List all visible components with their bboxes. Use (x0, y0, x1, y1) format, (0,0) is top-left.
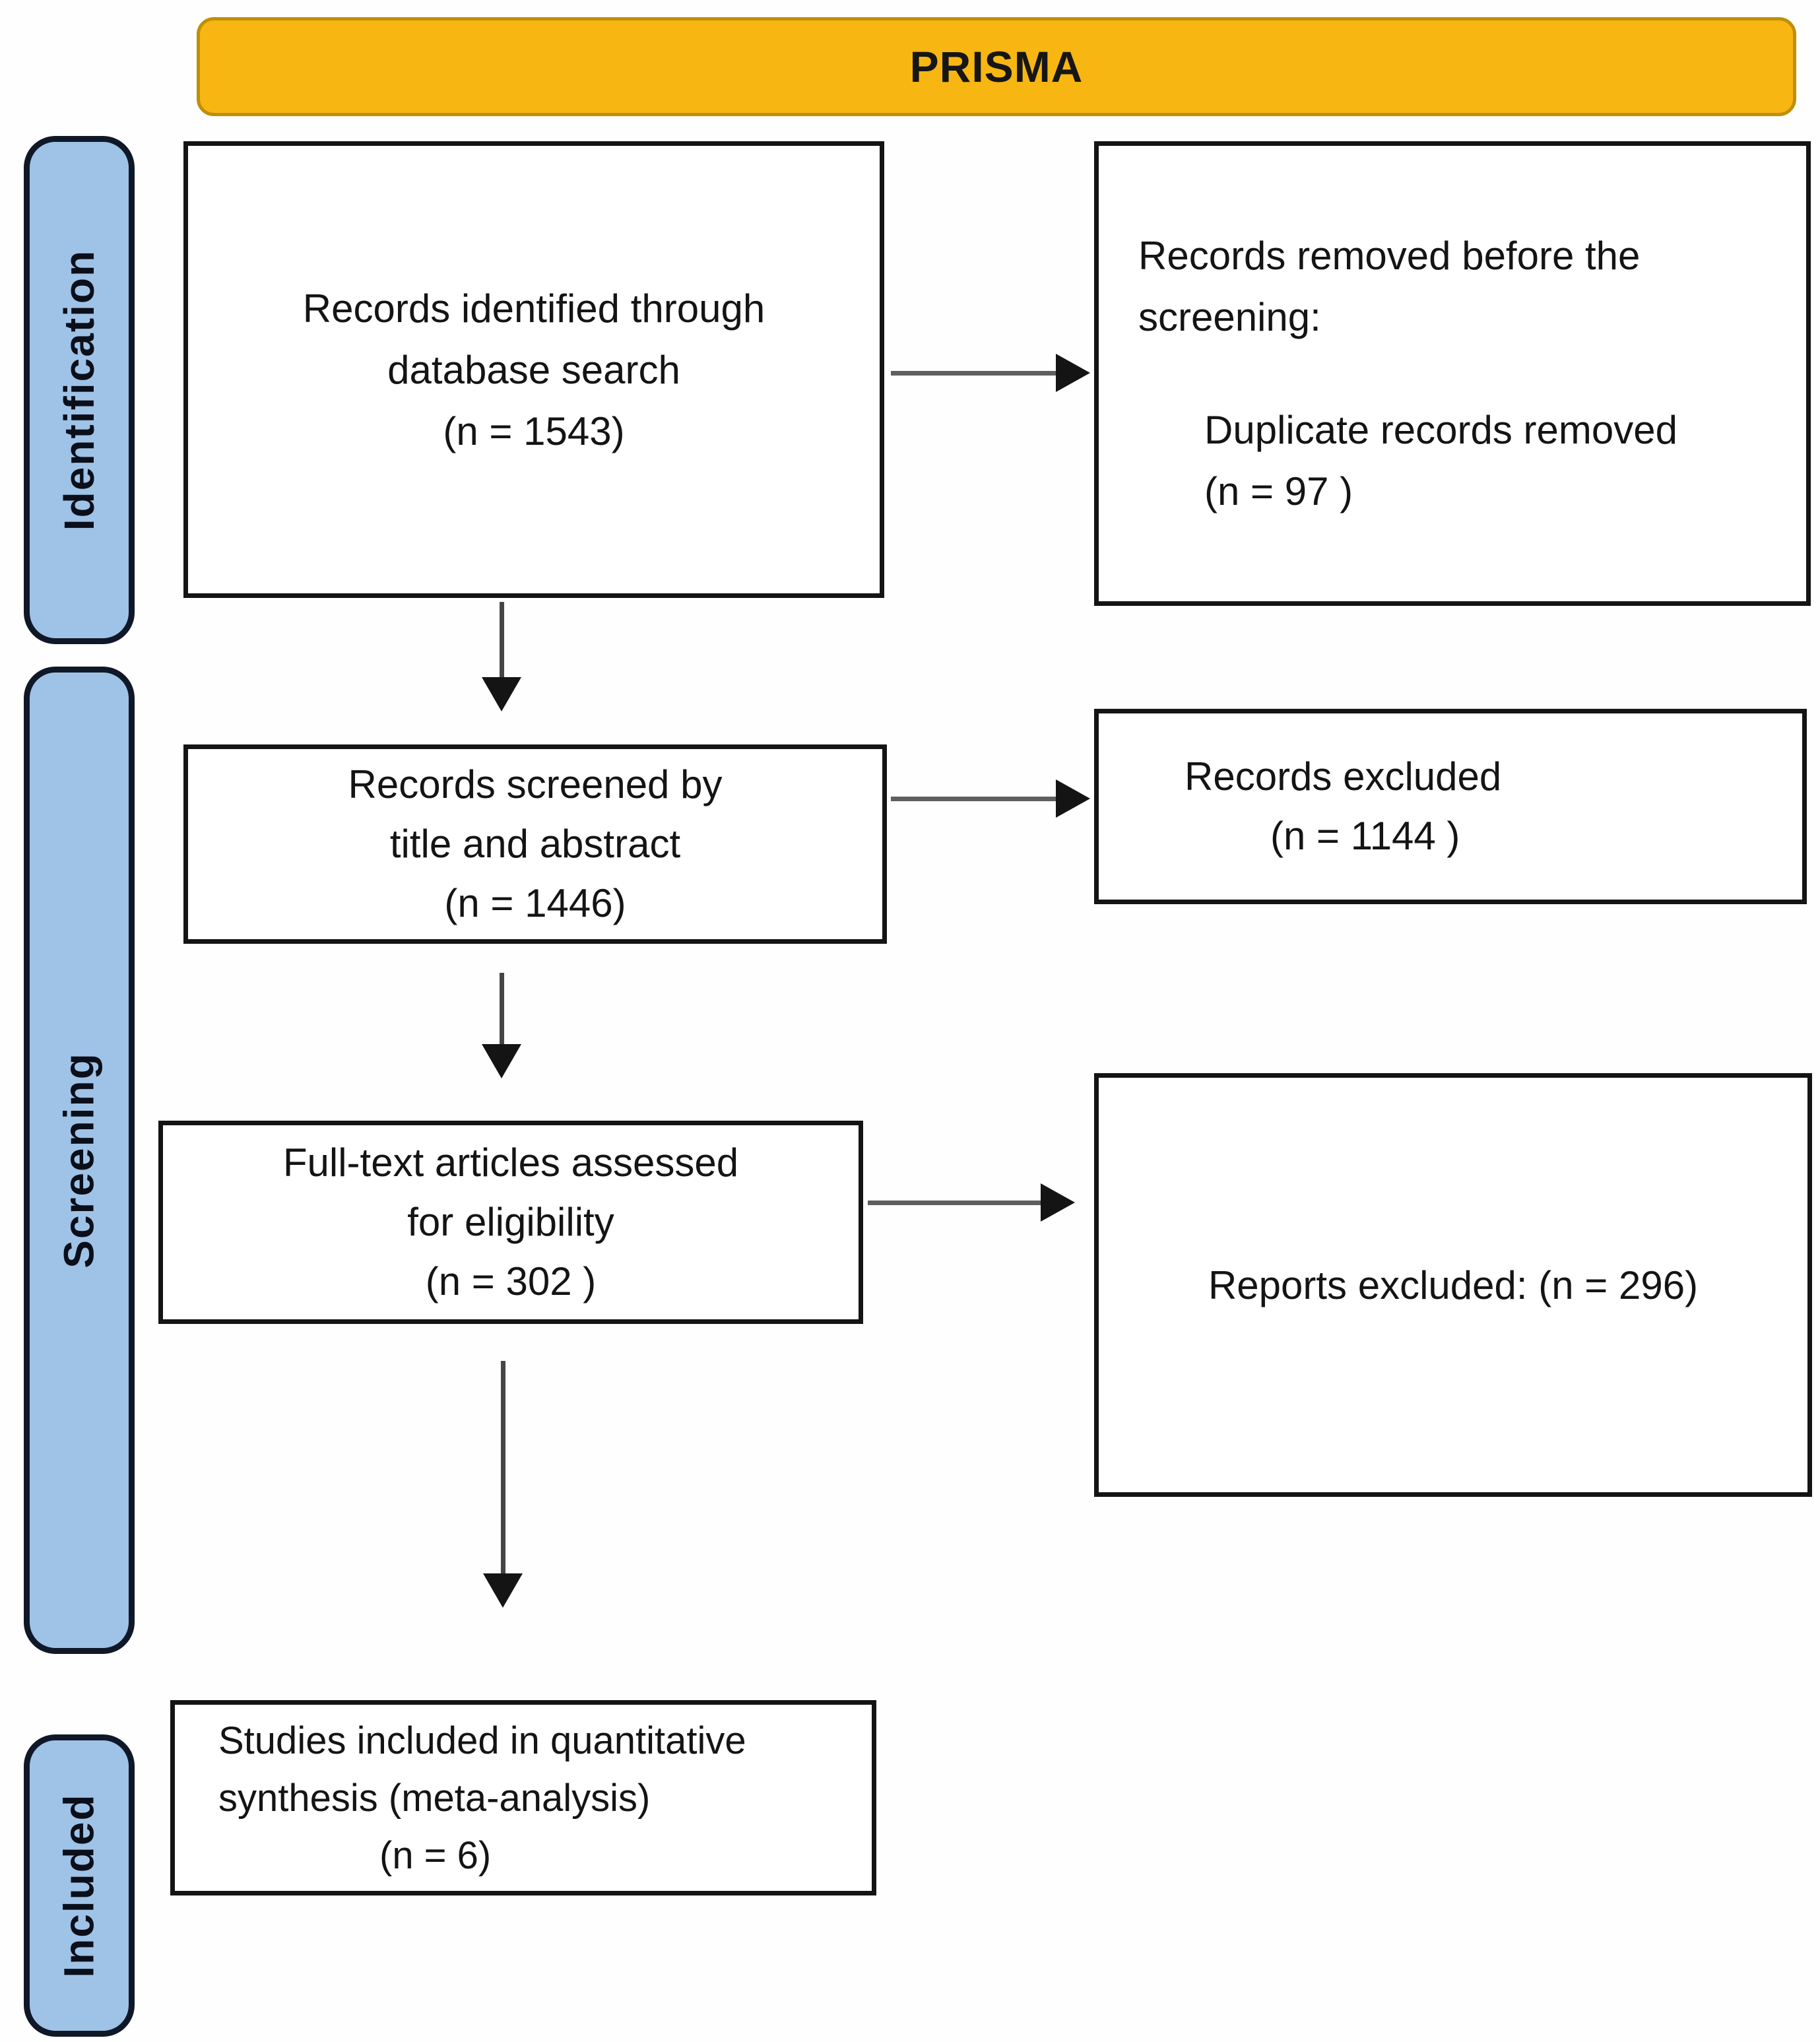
box-text-line: Reports excluded: (n = 296) (1208, 1263, 1699, 1307)
box-records-excluded: Records excluded (n = 1144 ) (1094, 709, 1807, 904)
arrowhead-down-icon (482, 1044, 521, 1078)
box-records-identified: Records identified through database sear… (183, 141, 884, 598)
box-text-line: Records removed before the (1138, 234, 1641, 278)
banner-title: PRISMA (909, 42, 1084, 91)
box-fulltext-assessed: Full-text articles assessed for eligibil… (158, 1121, 863, 1324)
arrow-line (500, 973, 504, 1047)
arrow-fulltext-to-included (482, 1361, 524, 1608)
box-text-line: synthesis (meta-analysis) (218, 1776, 651, 1820)
box-text-line: Records screened by (348, 762, 723, 807)
arrowhead-down-icon (483, 1573, 523, 1608)
arrow-screened-to-excluded (891, 777, 1090, 820)
box-text-line: Duplicate records removed (1204, 408, 1677, 452)
box-reports-excluded: Reports excluded: (n = 296) (1094, 1073, 1812, 1497)
box-studies-included: Studies included in quantitative synthes… (170, 1700, 876, 1895)
stage-sidebar-screening: Screening (24, 667, 135, 1654)
arrow-fulltext-to-reports-excluded (868, 1181, 1075, 1224)
stage-label-screening: Screening (55, 1052, 103, 1268)
box-text-line: Records identified through (302, 286, 765, 331)
box-records-removed-before-screening: Records removed before the screening: Du… (1094, 141, 1811, 606)
arrow-line (868, 1201, 1043, 1205)
arrow-line (891, 371, 1058, 376)
stage-label-identification: Identification (55, 249, 103, 531)
box-text-line: (n = 6) (379, 1833, 492, 1877)
arrow-line (500, 602, 504, 680)
arrowhead-right-icon (1056, 779, 1090, 818)
text-gap (1099, 348, 1806, 399)
arrow-line (891, 797, 1058, 801)
box-records-screened: Records screened by title and abstract (… (183, 744, 887, 944)
arrow-identified-to-screened (480, 602, 523, 711)
box-text-line: title and abstract (389, 822, 681, 866)
box-text-line: database search (387, 347, 680, 392)
stage-label-included: Included (55, 1793, 103, 1978)
box-text-line: screening: (1138, 295, 1321, 339)
box-text-line: Records excluded (1185, 754, 1502, 799)
box-text-line: (n = 302 ) (425, 1259, 597, 1303)
box-text-line: (n = 1543) (443, 409, 625, 453)
box-text-line: Studies included in quantitative (218, 1719, 746, 1762)
box-text-line: for eligibility (407, 1200, 614, 1244)
arrow-line (501, 1361, 505, 1576)
box-text-line: (n = 1446) (444, 881, 626, 925)
arrowhead-right-icon (1041, 1183, 1075, 1222)
arrow-screened-to-fulltext (480, 973, 523, 1078)
arrowhead-right-icon (1056, 354, 1090, 392)
prisma-banner: PRISMA (197, 17, 1796, 116)
box-text-line: (n = 97 ) (1204, 469, 1353, 513)
box-text-line: (n = 1144 ) (1270, 814, 1460, 858)
arrow-identified-to-removed (891, 352, 1090, 394)
box-text-line: Full-text articles assessed (282, 1140, 739, 1185)
stage-sidebar-identification: Identification (24, 136, 135, 644)
arrowhead-down-icon (482, 677, 521, 711)
stage-sidebar-included: Included (24, 1734, 135, 2037)
